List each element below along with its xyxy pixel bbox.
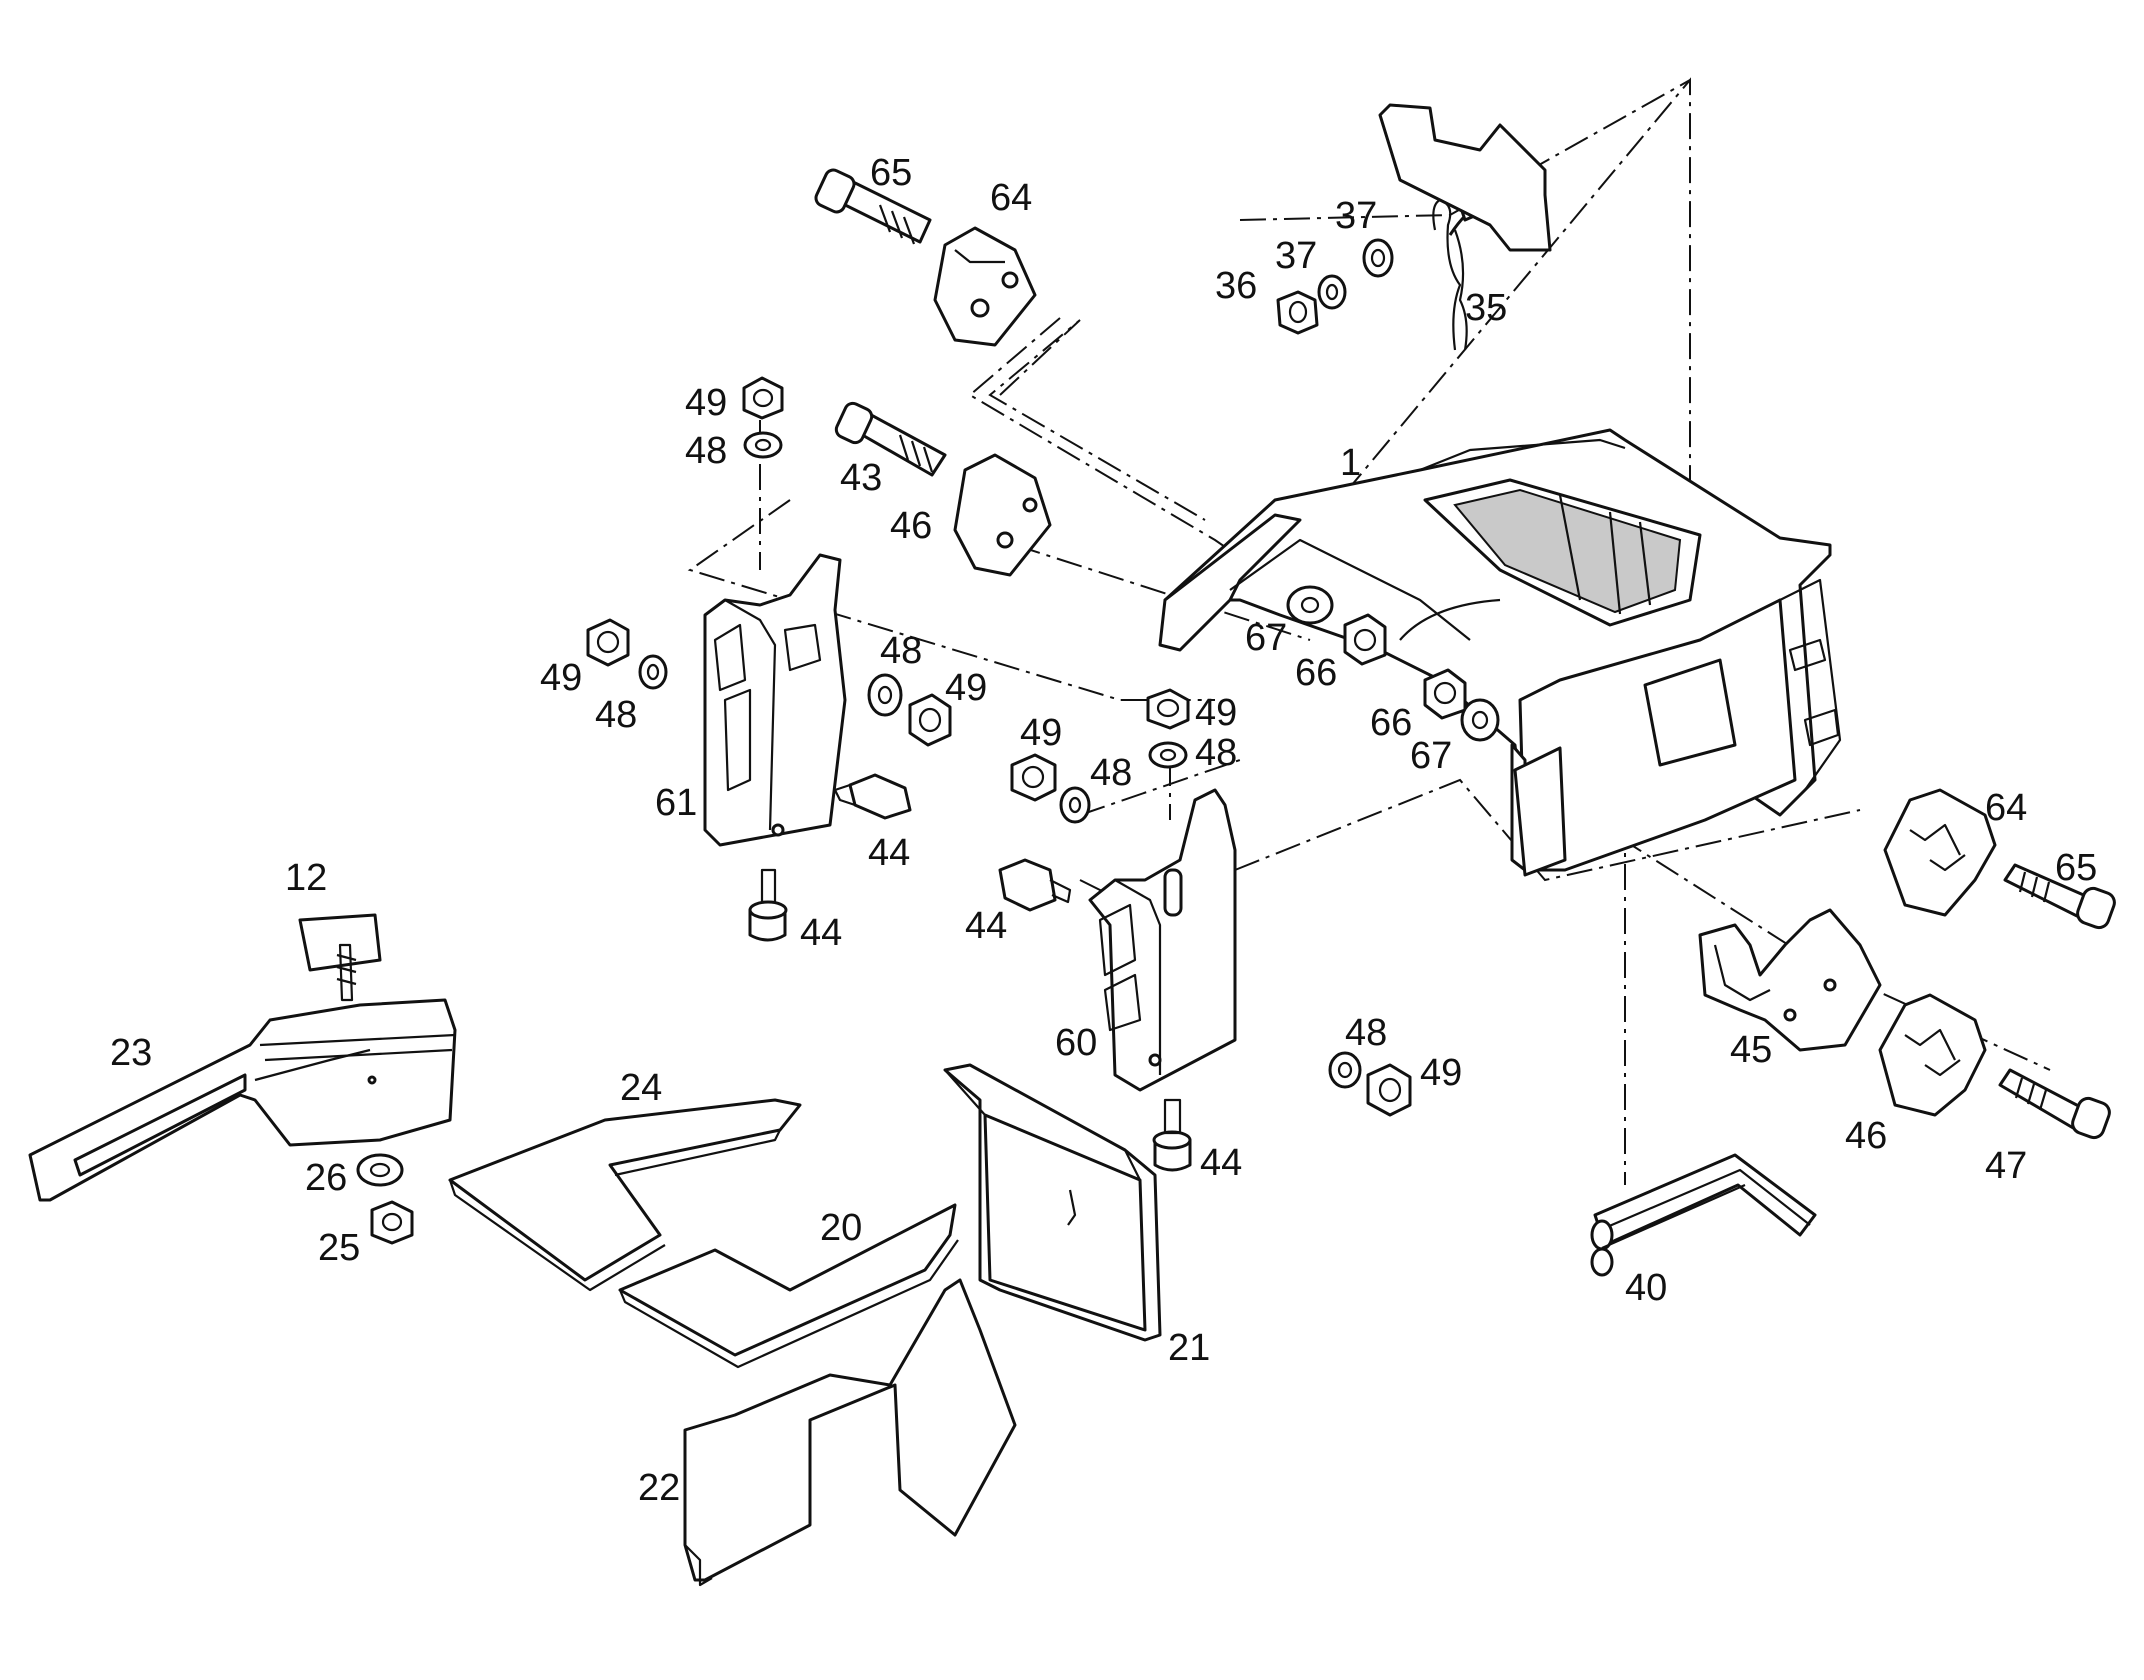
label-44-60-bottom: 44	[1200, 1142, 1242, 1184]
label-48-60-top: 48	[1195, 732, 1237, 774]
label-22: 22	[638, 1467, 680, 1509]
label-24: 24	[620, 1067, 662, 1109]
part-25-nut	[370, 1200, 414, 1245]
part-44-bolt-61-side	[833, 773, 912, 820]
part-49-nut-61-top	[742, 376, 784, 420]
label-61: 61	[655, 782, 697, 824]
label-45: 45	[1730, 1029, 1772, 1071]
part-61-bracket	[703, 553, 847, 847]
label-44-61-side: 44	[868, 832, 910, 874]
part-66-nut-lower	[1423, 668, 1467, 720]
label-40: 40	[1625, 1267, 1667, 1309]
label-67-upper: 67	[1245, 617, 1287, 659]
part-24-pad	[448, 1098, 802, 1292]
part-36-nut-top	[1276, 290, 1319, 335]
label-46-upper: 46	[890, 505, 932, 547]
label-48-61-right: 48	[880, 630, 922, 672]
part-48-washer-61-left	[638, 654, 668, 690]
part-67-washer-upper	[1286, 585, 1334, 625]
label-47: 47	[1985, 1145, 2027, 1187]
part-67-washer-lower	[1460, 698, 1500, 742]
part-40-seal-strip	[1590, 1153, 1817, 1277]
part-49-nut-61-right	[908, 693, 952, 747]
part-45-bracket	[1698, 908, 1882, 1052]
part-37-washer-1	[1362, 238, 1394, 278]
part-44-bolt-60-bottom	[1152, 1098, 1192, 1172]
part-48-washer-60-top	[1148, 741, 1188, 769]
label-1: 1	[1340, 442, 1361, 484]
label-65-top: 65	[870, 152, 912, 194]
label-66-upper: 66	[1295, 652, 1337, 694]
part-48-washer-60-left	[1059, 786, 1091, 824]
part-21-pad	[943, 1063, 1162, 1342]
label-60: 60	[1055, 1022, 1097, 1064]
part-22-pad	[683, 1278, 1017, 1587]
part-46-bracket-right	[1878, 993, 1987, 1117]
part-44-bolt-60-side	[998, 858, 1072, 912]
label-64-top: 64	[990, 177, 1032, 219]
label-65-right: 65	[2055, 847, 2097, 889]
label-36: 36	[1215, 265, 1257, 307]
label-49-60-left: 49	[1020, 712, 1062, 754]
label-48-61-left: 48	[595, 694, 637, 736]
part-20-pad	[618, 1203, 959, 1369]
part-43-bolt	[834, 401, 947, 477]
part-49-nut-60-right	[1366, 1063, 1412, 1117]
label-49-60-right: 49	[1420, 1052, 1462, 1094]
label-44-61-bottom: 44	[800, 912, 842, 954]
label-49-61-top: 49	[685, 382, 727, 424]
part-48-washer-61-right	[867, 673, 903, 717]
label-25: 25	[318, 1227, 360, 1269]
label-67-lower: 67	[1410, 735, 1452, 777]
label-49-61-left: 49	[540, 657, 582, 699]
label-49-61-right: 49	[945, 667, 987, 709]
part-26-washer	[356, 1153, 404, 1187]
part-66-nut-upper	[1343, 613, 1387, 666]
label-48-60-right: 48	[1345, 1012, 1387, 1054]
label-44-60-side: 44	[965, 905, 1007, 947]
label-23: 23	[110, 1032, 152, 1074]
label-49-60-top: 49	[1195, 692, 1237, 734]
label-26: 26	[305, 1157, 347, 1199]
part-60-bracket	[1088, 788, 1237, 1092]
label-35: 35	[1465, 287, 1507, 329]
label-48-61-top: 48	[685, 430, 727, 472]
part-48-washer-60-right	[1328, 1051, 1362, 1089]
label-20: 20	[820, 1207, 862, 1249]
part-44-bolt-61-bottom	[748, 868, 788, 942]
part-46-bracket-upper	[953, 453, 1052, 577]
callout-labels: 1 65 64 37 37 36 35 49 48 43 46 67 66 49…	[110, 152, 2097, 1509]
part-49-nut-61-left	[586, 618, 630, 667]
part-64-bracket-right	[1883, 788, 1997, 917]
label-66-lower: 66	[1370, 702, 1412, 744]
part-23-cover	[28, 998, 457, 1202]
part-1-housing	[1158, 428, 1842, 877]
label-48-60-left: 48	[1090, 752, 1132, 794]
part-49-nut-60-left	[1010, 753, 1057, 802]
part-49-nut-60-top	[1146, 688, 1190, 730]
part-65-bolt-right	[2003, 863, 2116, 930]
part-12-clamp	[298, 913, 382, 1002]
part-65-bolt-top	[814, 168, 932, 245]
label-12: 12	[285, 857, 327, 899]
label-21: 21	[1168, 1327, 1210, 1369]
label-43: 43	[840, 457, 882, 499]
part-37-washer-2	[1317, 274, 1347, 310]
part-47-bolt	[1998, 1068, 2111, 1140]
part-48-washer-61-top	[743, 431, 783, 459]
part-mount-plate	[1378, 103, 1552, 252]
label-37-upper: 37	[1335, 195, 1377, 237]
part-64-bracket-top	[933, 226, 1037, 347]
label-46-right: 46	[1845, 1115, 1887, 1157]
label-64-right: 64	[1985, 787, 2027, 829]
label-37-lower: 37	[1275, 235, 1317, 277]
